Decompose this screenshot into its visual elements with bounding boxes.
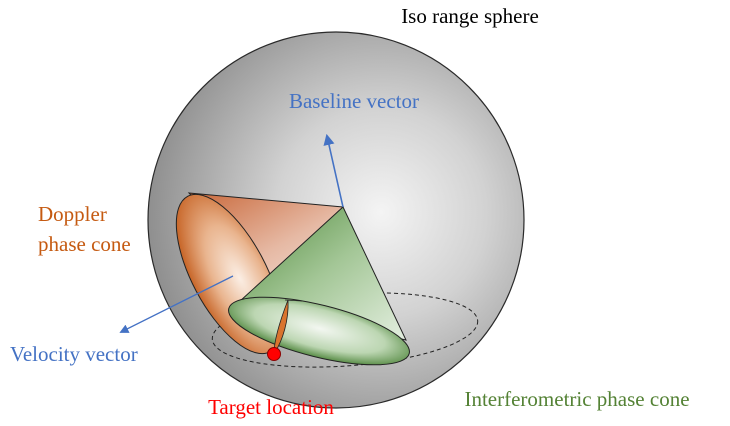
intersection-edge — [284, 299, 303, 302]
baseline-vector-arrow — [323, 133, 344, 208]
doppler-label-line1: Doppler — [38, 202, 107, 226]
target-label: Target location — [208, 395, 334, 419]
velocity-vector-arrow — [119, 275, 234, 333]
target-location-dot — [267, 347, 281, 361]
sphere-label: Iso range sphere — [401, 4, 539, 28]
velocity-label: Velocity vector — [10, 342, 138, 366]
doppler-label-line2: phase cone — [38, 232, 131, 256]
baseline-label: Baseline vector — [289, 89, 419, 113]
interferometric-label: Interferometric phase cone — [464, 387, 689, 411]
iso-range-ellipse — [211, 292, 479, 368]
interferometric-cone-base — [228, 296, 410, 366]
